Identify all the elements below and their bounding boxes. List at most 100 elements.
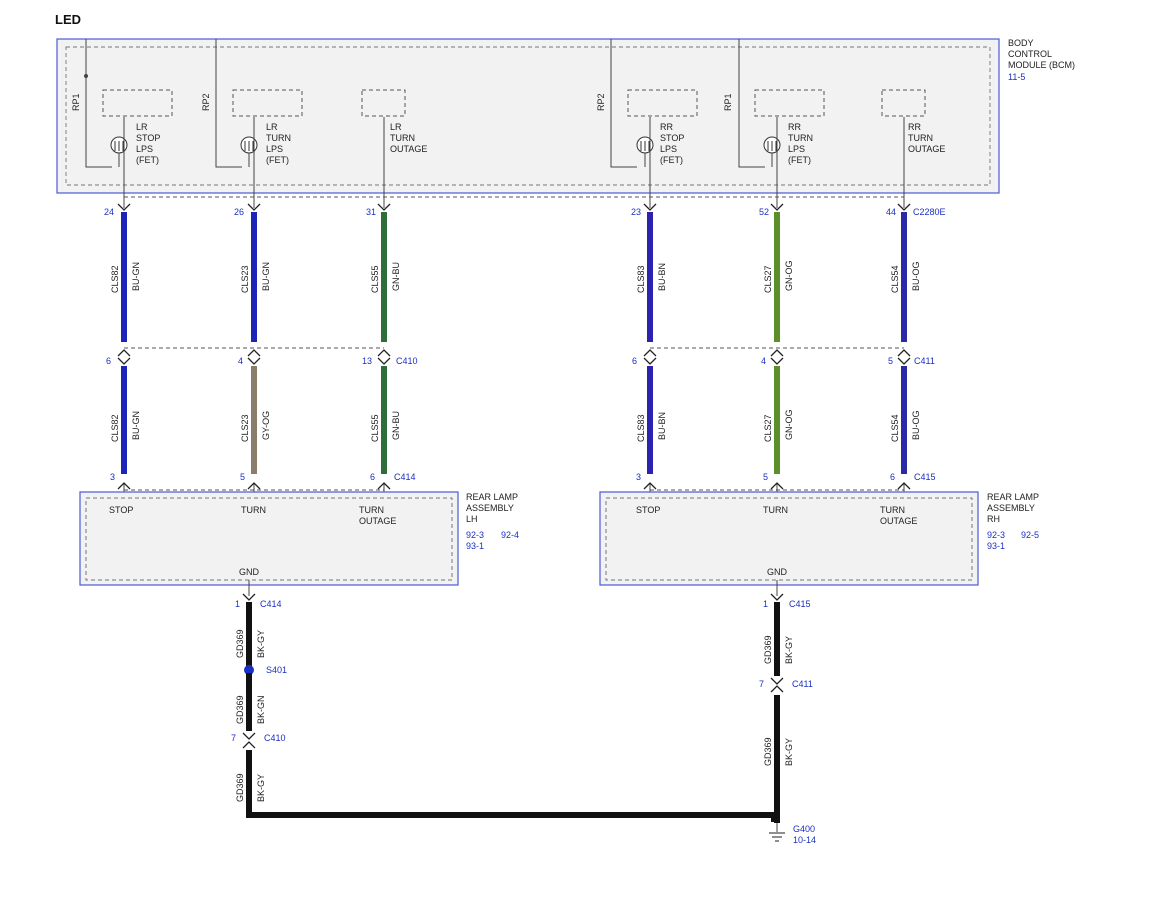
wire-color-label: BK-GY <box>784 636 794 664</box>
bcm-name-line-1: BODY <box>1008 38 1034 48</box>
upper-wire-3: 31 CLS55 GN-BU <box>366 203 401 357</box>
terminal-turn-outage-2: OUTAGE <box>880 516 917 526</box>
lamp-name-line-1: REAR LAMP <box>987 492 1039 502</box>
circuit-label: CLS82 <box>110 414 120 442</box>
pin-number: 1 <box>235 599 240 609</box>
output-label-line-2: STOP <box>660 133 684 143</box>
upper-wire-1: 24 CLS82 BU-GN <box>104 203 141 357</box>
wire-color-label: BK-GY <box>784 738 794 766</box>
output-label-line-2: TURN <box>908 133 933 143</box>
wire-color-label: BU-GN <box>131 262 141 291</box>
lamp-ref-3: 93-1 <box>466 541 484 551</box>
wire-segment <box>774 212 780 342</box>
connector-arrow-icon <box>117 357 131 365</box>
wire-color-label: BU-GN <box>261 262 271 291</box>
circuit-label: CLS54 <box>890 265 900 293</box>
wire-color-label: GN-OG <box>784 410 794 441</box>
output-label-line-1: LR <box>136 122 148 132</box>
connector-label: C411 <box>792 679 813 689</box>
wire-segment <box>121 366 127 474</box>
rear-lamp-assembly-lh: STOP TURN TURN OUTAGE GND REAR LAMP ASSE… <box>79 491 519 586</box>
circuit-label: CLS82 <box>110 265 120 293</box>
ground-icon <box>769 832 785 842</box>
circuit-label: CLS83 <box>636 414 646 442</box>
circuit-label: CLS27 <box>763 414 773 442</box>
terminal-stop: STOP <box>636 505 660 515</box>
splice-label: S401 <box>266 665 287 675</box>
wire-segment <box>774 602 780 676</box>
output-label-line-1: RR <box>908 122 921 132</box>
bcm-output-rr-turn-outage: RR TURN OUTAGE <box>881 89 945 208</box>
connector-arrow-icon <box>377 203 391 211</box>
dashed-placeholder-box <box>361 89 406 117</box>
output-label-line-1: LR <box>266 122 278 132</box>
pin-number: 5 <box>763 472 768 482</box>
connector-arrow-icon <box>247 349 261 357</box>
pin-number: 6 <box>632 356 637 366</box>
lamp-name-line-1: REAR LAMP <box>466 492 518 502</box>
lamp-ref-2: 92-4 <box>501 530 519 540</box>
wire-color-label: BU-BN <box>657 412 667 440</box>
output-label-line-2: TURN <box>266 133 291 143</box>
connector-label: C411 <box>914 356 935 366</box>
lamp-box <box>79 491 459 586</box>
rp-label: RP2 <box>201 93 211 111</box>
lower-wire-2: CLS23 GY-OG 5 <box>240 357 271 500</box>
lamp-ref-3: 93-1 <box>987 541 1005 551</box>
connector-arrow-icon <box>117 203 131 211</box>
lamp-ref-1: 92-3 <box>466 530 484 540</box>
terminal-turn: TURN <box>241 505 266 515</box>
connector-arrow-icon <box>897 349 911 357</box>
connector-arrow-icon <box>117 482 131 490</box>
pin-number: 44 <box>886 207 896 217</box>
connector-arrow-icon <box>770 203 784 211</box>
circuit-label: CLS23 <box>240 414 250 442</box>
wire-color-label: GN-BU <box>391 411 401 440</box>
dashed-placeholder-box <box>881 89 926 117</box>
connector-label: C414 <box>260 599 282 609</box>
pin-number: 23 <box>631 207 641 217</box>
lamp-name-line-2: ASSEMBLY <box>466 503 514 513</box>
connector-arrow-icon <box>242 593 256 601</box>
output-label-line-3: LPS <box>788 144 805 154</box>
lamp-inner-border <box>605 497 973 581</box>
connector-arrow-icon <box>770 349 784 357</box>
connector-arrow-icon <box>117 349 131 357</box>
wire-segment <box>774 695 780 823</box>
circuit-label: CLS55 <box>370 414 380 442</box>
wire-color-label: BU-OG <box>911 410 921 440</box>
wire-segment <box>901 212 907 342</box>
junction-dot <box>84 74 88 78</box>
pin-number: 6 <box>890 472 895 482</box>
wire-color-label: GN-OG <box>784 261 794 292</box>
lower-wire-5: CLS27 GN-OG 5 <box>763 357 794 500</box>
lower-wire-6: CLS54 BU-OG 6 C415 <box>890 357 936 500</box>
pin-number: 26 <box>234 207 244 217</box>
connector-label: C414 <box>394 472 416 482</box>
connector-arrow-icon <box>242 732 256 740</box>
connector-arrow-icon <box>643 357 657 365</box>
output-label-line-4: (FET) <box>788 155 811 165</box>
ground-wiring-left: 1 C414 GD369 BK-GY S401 GD369 BK-GN 7 C4… <box>231 580 777 822</box>
connector-arrow-icon <box>247 482 261 490</box>
connector-arrow-icon <box>377 349 391 357</box>
dashed-placeholder-box <box>232 89 303 117</box>
output-label-line-3: OUTAGE <box>390 144 427 154</box>
output-label-line-4: (FET) <box>136 155 159 165</box>
wire-color-label: BK-GY <box>256 630 266 658</box>
wire-segment <box>381 366 387 474</box>
pin-number: 5 <box>888 356 893 366</box>
wire-color-label: BU-BN <box>657 263 667 291</box>
lamp-ref-1: 92-3 <box>987 530 1005 540</box>
circuit-label: GD369 <box>763 635 773 664</box>
wire-color-label: GN-BU <box>391 262 401 291</box>
output-label-line-1: RR <box>660 122 673 132</box>
terminal-gnd: GND <box>767 567 788 577</box>
pin-number: 31 <box>366 207 376 217</box>
bcm-output-rr-stop: RP2 RR STOP LPS (FET) <box>596 39 698 208</box>
ground-point: G400 10-14 <box>769 823 816 845</box>
pin-number: 3 <box>636 472 641 482</box>
terminal-gnd: GND <box>239 567 260 577</box>
circuit-label: CLS23 <box>240 265 250 293</box>
